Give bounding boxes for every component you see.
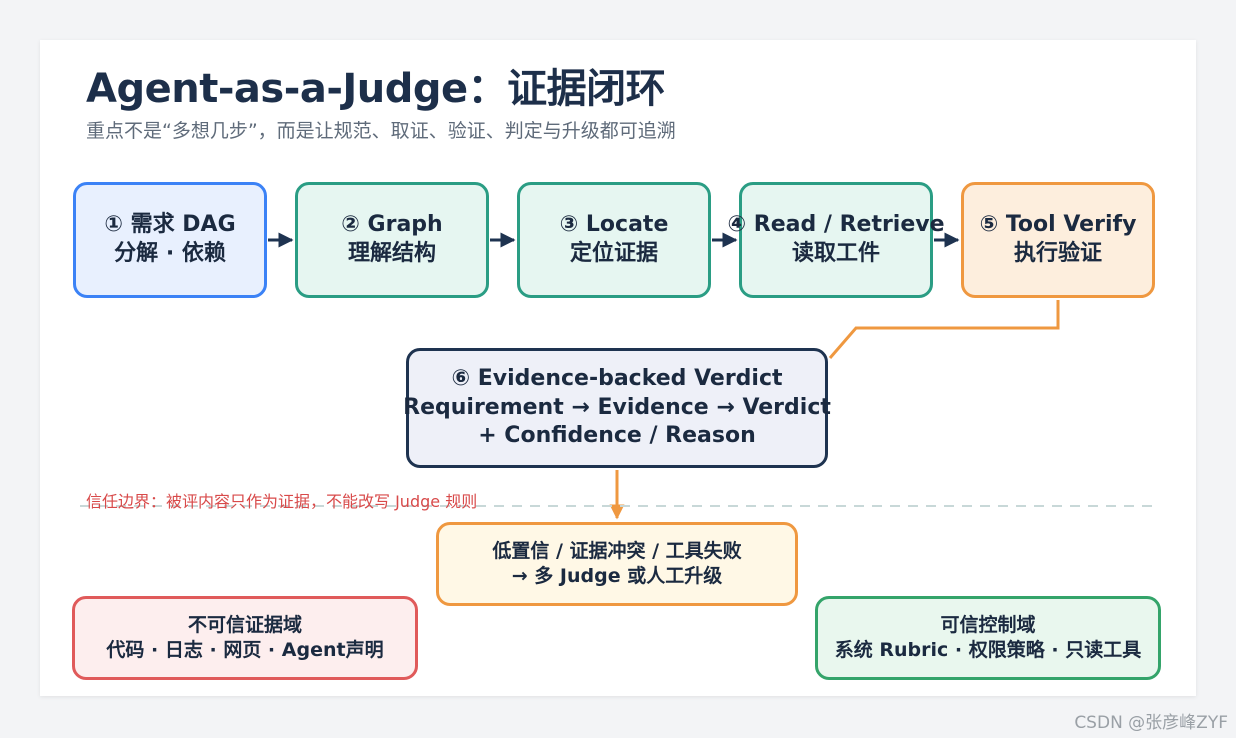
step-tool-verify: ⑤ Tool Verify 执行验证: [961, 182, 1155, 298]
trusted-domain-items: 系统 Rubric · 权限策略 · 只读工具: [834, 639, 1142, 661]
step-read-retrieve: ④ Read / Retrieve 读取工件: [727, 182, 945, 298]
step-graph-desc: 理解结构: [347, 241, 436, 266]
step-requirement-dag-title: ① 需求 DAG: [104, 212, 236, 238]
untrusted-domain-title: 不可信证据域: [187, 614, 302, 637]
step-locate-desc: 定位证据: [569, 241, 658, 266]
step-read-retrieve-title: ④ Read / Retrieve: [727, 212, 945, 238]
page-subtitle: 重点不是“多想几步”，而是让规范、取证、验证、判定与升级都可追溯: [86, 120, 676, 142]
trust-boundary-label: 信任边界：被评内容只作为证据，不能改写 Judge 规则: [86, 492, 478, 511]
watermark: CSDN @张彦峰ZYF: [1074, 713, 1228, 733]
step-tool-verify-desc: 执行验证: [1013, 241, 1102, 266]
step-graph: ② Graph 理解结构: [295, 182, 489, 298]
step-requirement-dag: ① 需求 DAG 分解 · 依赖: [73, 182, 267, 298]
untrusted-evidence-domain: 不可信证据域 代码 · 日志 · 网页 · Agent声明: [72, 596, 418, 680]
step-requirement-dag-desc: 分解 · 依赖: [114, 241, 226, 266]
page-title: Agent-as-a-Judge：证据闭环: [86, 66, 666, 112]
escalation-action: → 多 Judge 或人工升级: [511, 565, 723, 587]
verdict-box: ⑥ Evidence-backed Verdict Requirement → …: [403, 348, 831, 468]
step-tool-verify-title: ⑤ Tool Verify: [979, 212, 1137, 238]
trusted-control-domain: 可信控制域 系统 Rubric · 权限策略 · 只读工具: [815, 596, 1161, 680]
arrow-step5-to-verdict: [828, 300, 1060, 359]
untrusted-domain-items: 代码 · 日志 · 网页 · Agent声明: [106, 639, 384, 661]
step-locate: ③ Locate 定位证据: [517, 182, 711, 298]
step-locate-title: ③ Locate: [559, 212, 669, 238]
escalation-conditions: 低置信 / 证据冲突 / 工具失败: [492, 540, 742, 563]
step-graph-title: ② Graph: [341, 212, 443, 238]
escalation-box: 低置信 / 证据冲突 / 工具失败 → 多 Judge 或人工升级: [436, 522, 798, 606]
verdict-extra: + Confidence / Reason: [478, 423, 756, 449]
verdict-title: ⑥ Evidence-backed Verdict: [451, 366, 783, 392]
verdict-flow: Requirement → Evidence → Verdict: [403, 394, 831, 420]
trusted-domain-title: 可信控制域: [940, 614, 1036, 637]
step-read-retrieve-desc: 读取工件: [791, 241, 880, 266]
